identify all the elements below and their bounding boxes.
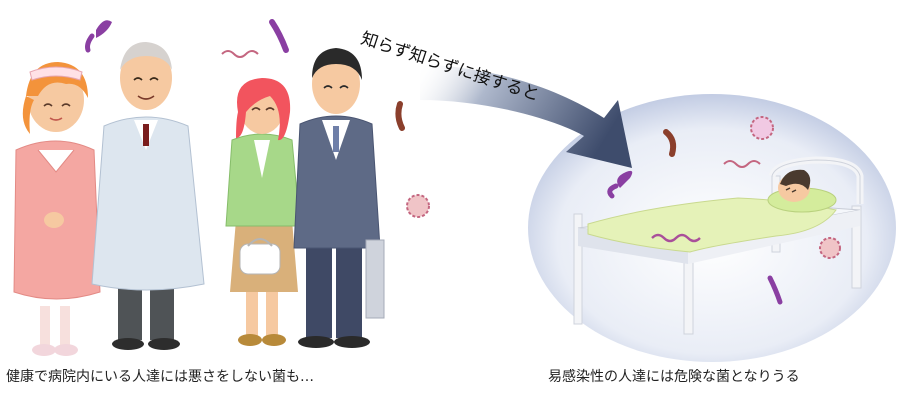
doctor-figure xyxy=(91,42,205,350)
nurse-figure xyxy=(13,62,101,356)
bacteria-around-people xyxy=(85,19,430,218)
bed-blanket xyxy=(587,197,837,253)
caption-healthy-people: 健康で病院内にいる人達には悪さをしない菌も… xyxy=(6,369,314,385)
businessman-figure xyxy=(293,48,385,348)
caption-vulnerable-patients: 易感染性の人達には危険な菌となりうる xyxy=(548,369,800,385)
woman-figure xyxy=(225,78,301,346)
transmission-arrow xyxy=(420,64,632,168)
bacteria-in-bubble xyxy=(607,116,841,305)
patient xyxy=(778,169,811,202)
